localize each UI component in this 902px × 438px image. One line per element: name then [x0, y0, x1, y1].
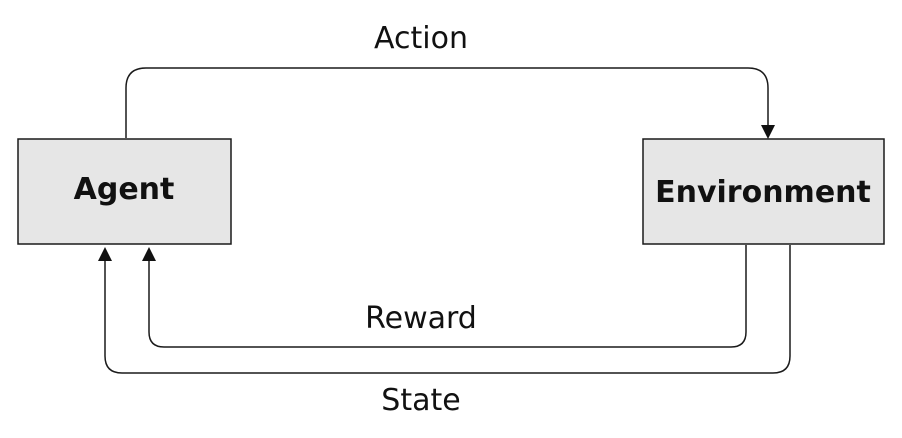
- agent-label: Agent: [74, 172, 175, 207]
- state-label: State: [381, 383, 460, 418]
- action-label: Action: [374, 21, 468, 56]
- reward-label: Reward: [365, 301, 477, 336]
- environment-box: [642, 138, 885, 245]
- state-edge: [104, 245, 791, 374]
- agent-box: [17, 138, 232, 245]
- agent-node: Agent: [17, 138, 232, 245]
- environment-label: Environment: [655, 175, 871, 210]
- action-edge: [125, 67, 769, 138]
- reward-edge: [148, 245, 747, 348]
- environment-node: Environment: [642, 138, 885, 245]
- state-arrowhead: [98, 247, 112, 261]
- action-arrowhead: [761, 125, 775, 139]
- reward-arrowhead: [142, 247, 156, 261]
